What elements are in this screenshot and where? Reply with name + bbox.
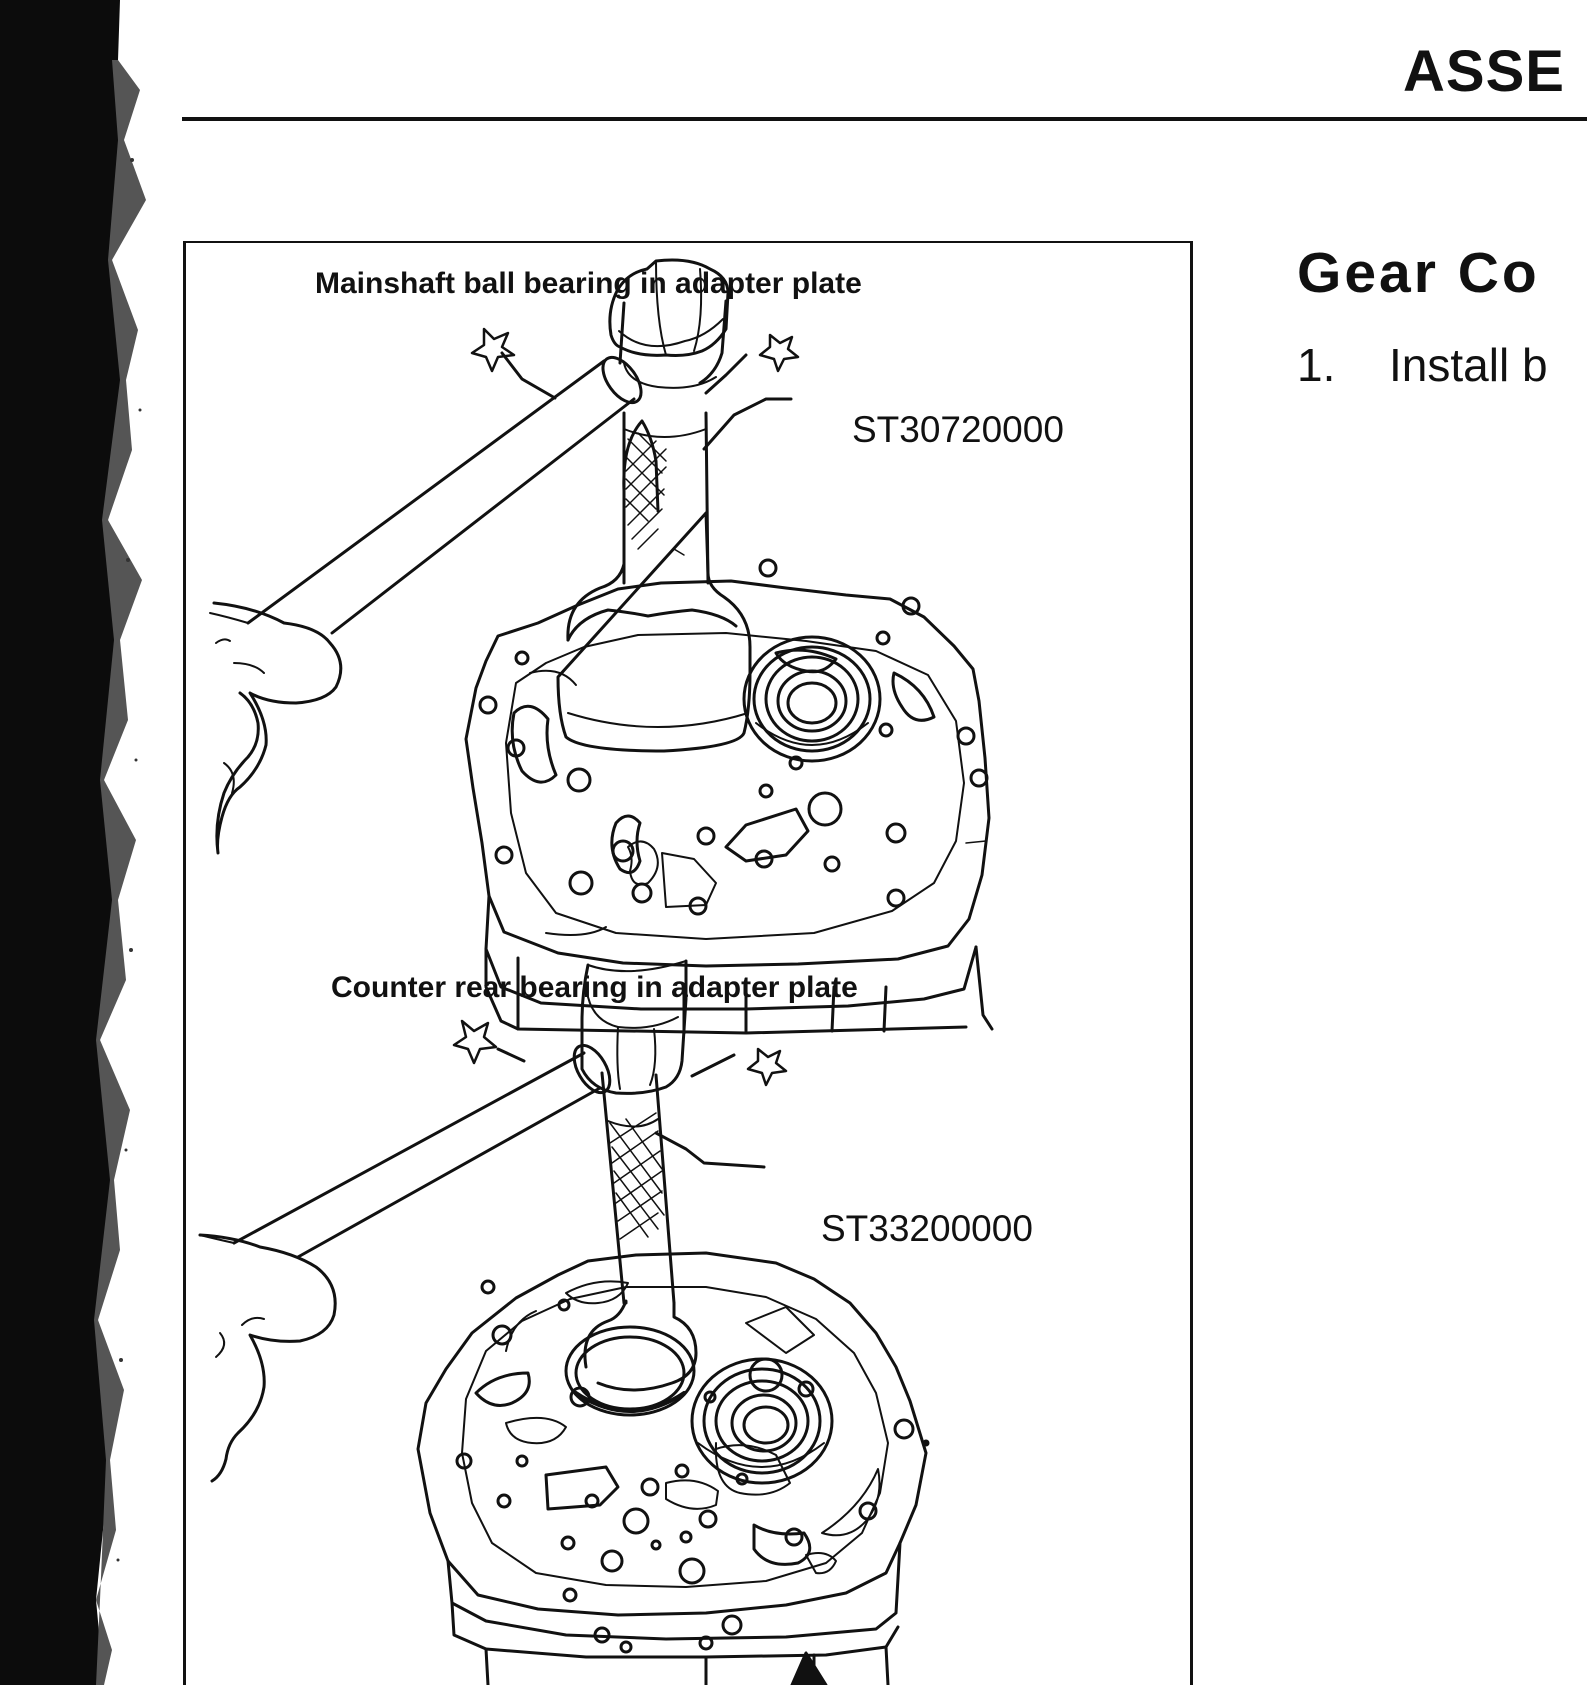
binding-edge-shadow (0, 0, 146, 1685)
top-illustration (209, 258, 994, 1035)
step-number: 1. (1297, 339, 1336, 391)
section-title: ASSE (1403, 39, 1565, 104)
tool-number-label-top: ST30720000 (852, 409, 1064, 450)
figure-frame: Mainshaft ball bearing in adapter plate … (183, 241, 1193, 1685)
header-rule (182, 117, 1587, 121)
tool-number-label-bottom: ST33200000 (821, 1208, 1033, 1249)
section-subheading: Gear Co (1297, 241, 1540, 305)
bearing-install-illustration (198, 258, 994, 1685)
step-1: 1. Install b (1297, 338, 1548, 392)
figure-caption-counter-rear: Counter rear bearing in adapter plate (331, 971, 858, 1004)
step-text: Install b (1389, 339, 1548, 391)
bottom-illustration (198, 959, 930, 1685)
figure-caption-mainshaft: Mainshaft ball bearing in adapter plate (315, 267, 862, 300)
